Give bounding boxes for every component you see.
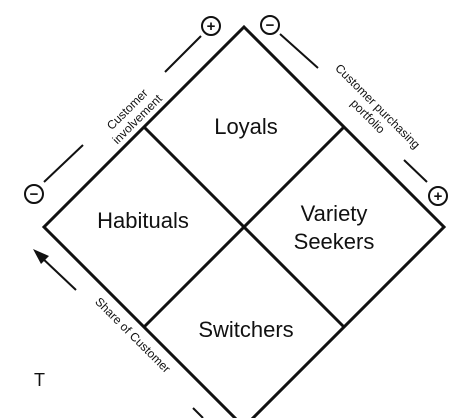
portfolio-label-line1: Customer purchasing — [332, 61, 423, 152]
corner-letter: T — [34, 370, 45, 390]
diamond-outline — [41, 24, 447, 418]
share-axis-line-lower — [192, 407, 204, 418]
quadrant-variety-seekers-line1: Variety — [301, 201, 368, 226]
svg-text:−: − — [266, 17, 275, 34]
quadrant-variety-seekers-line2: Seekers — [294, 229, 375, 254]
divider-line-b — [142, 125, 346, 329]
share-label: Share of Customer — [92, 295, 173, 376]
portfolio-plus-icon: + — [428, 186, 448, 206]
svg-text:+: + — [434, 188, 443, 205]
portfolio-axis-line-lower — [403, 159, 428, 183]
involvement-axis-line-lower — [43, 144, 84, 183]
share-arrow-head-icon — [33, 249, 49, 264]
quadrant-habituals: Habituals — [97, 208, 189, 233]
share-arrow-shaft — [39, 255, 77, 291]
involvement-plus-icon: + — [201, 16, 221, 36]
involvement-axis-line-upper — [164, 35, 202, 73]
quadrant-loyals: Loyals — [214, 114, 278, 139]
portfolio-axis-line-upper — [279, 33, 319, 69]
quadrant-switchers: Switchers — [198, 317, 293, 342]
svg-text:−: − — [30, 186, 39, 203]
portfolio-minus-icon: − — [260, 15, 280, 35]
svg-text:+: + — [207, 18, 216, 35]
involvement-minus-icon: − — [24, 184, 44, 204]
